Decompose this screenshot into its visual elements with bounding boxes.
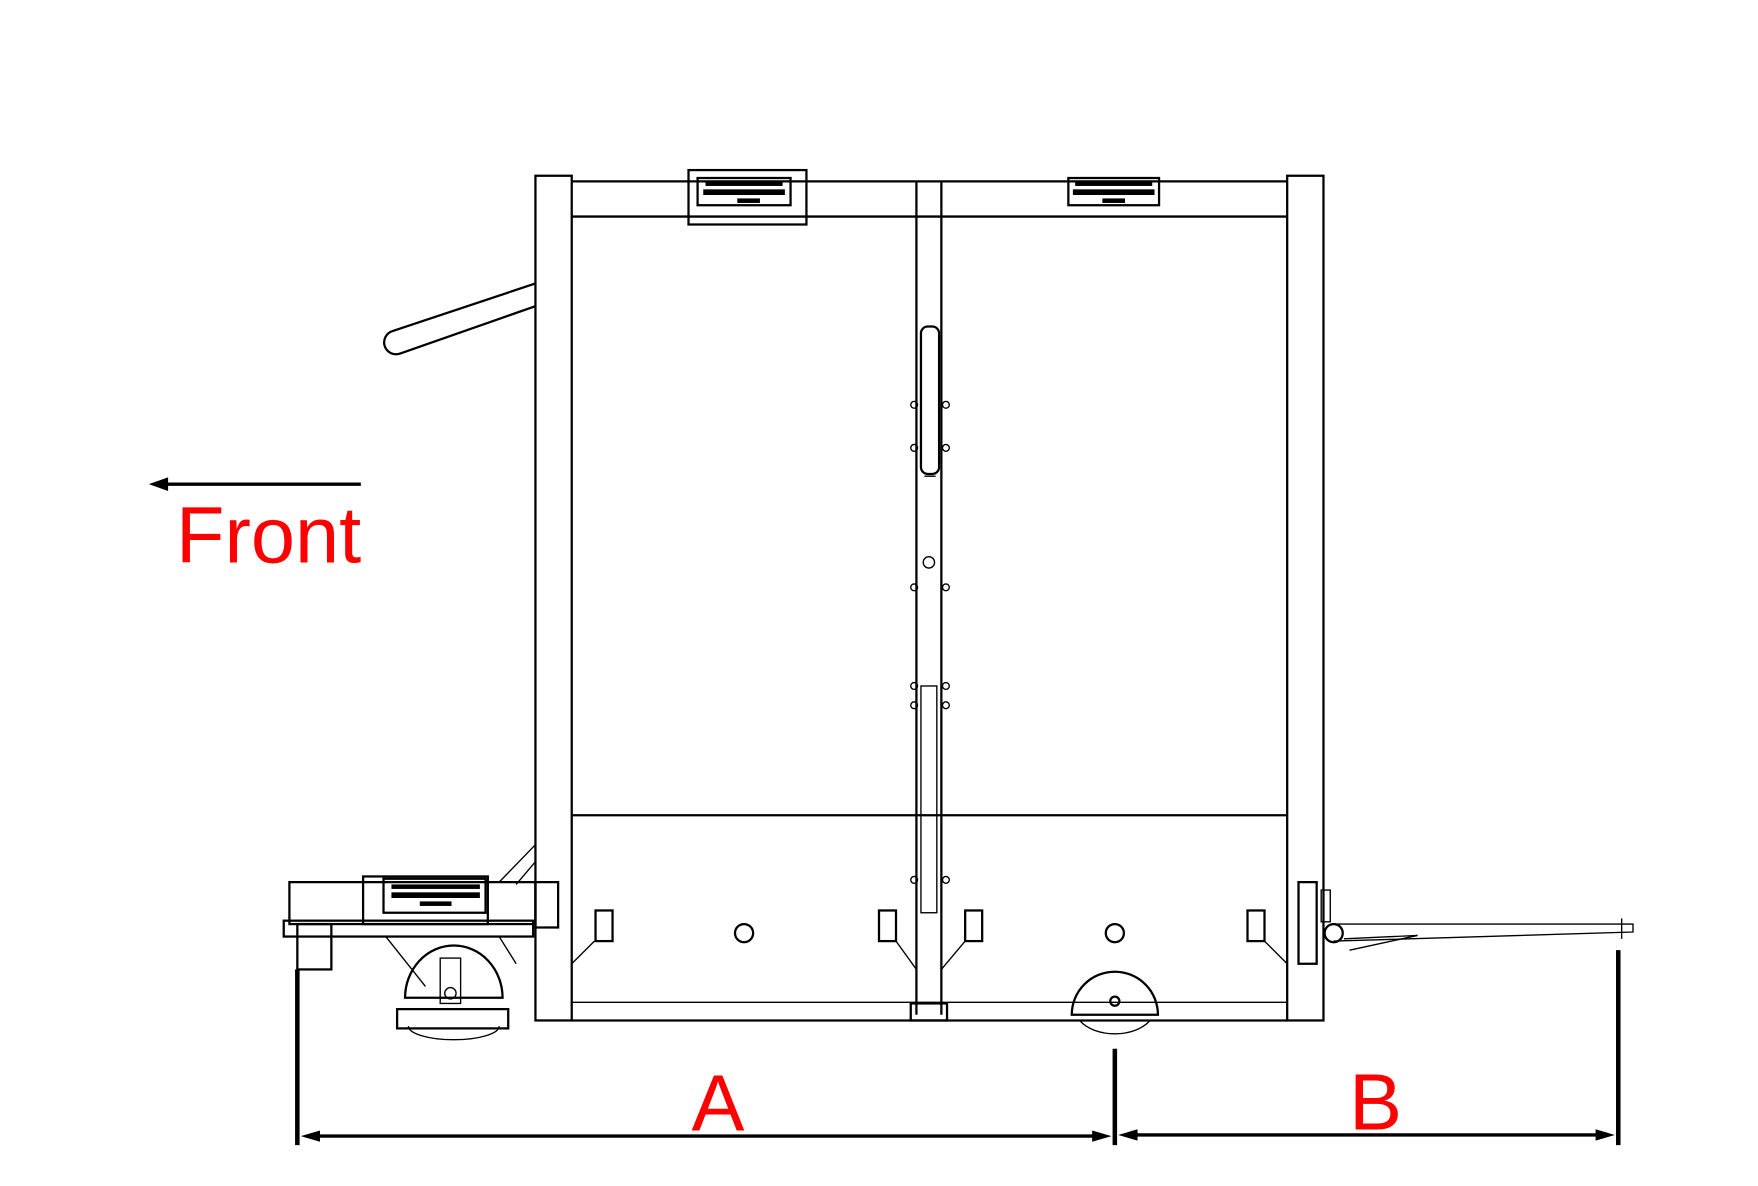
dimension-b-label: B [1349, 1057, 1402, 1146]
warning-label-right [1067, 176, 1161, 207]
front-label: Front [176, 490, 361, 579]
lower-fittings [571, 909, 1288, 970]
push-handle [383, 282, 536, 356]
tow-bar [1297, 880, 1634, 965]
dimension-lines [295, 950, 1621, 1146]
frame [534, 174, 1325, 1022]
central-mast [909, 216, 950, 1022]
dimension-a-label: A [692, 1058, 745, 1147]
front-caster-assembly [282, 844, 560, 1041]
front-direction-arrow [148, 477, 361, 491]
rear-wheel [1070, 970, 1160, 1035]
warning-label-left [687, 168, 808, 226]
